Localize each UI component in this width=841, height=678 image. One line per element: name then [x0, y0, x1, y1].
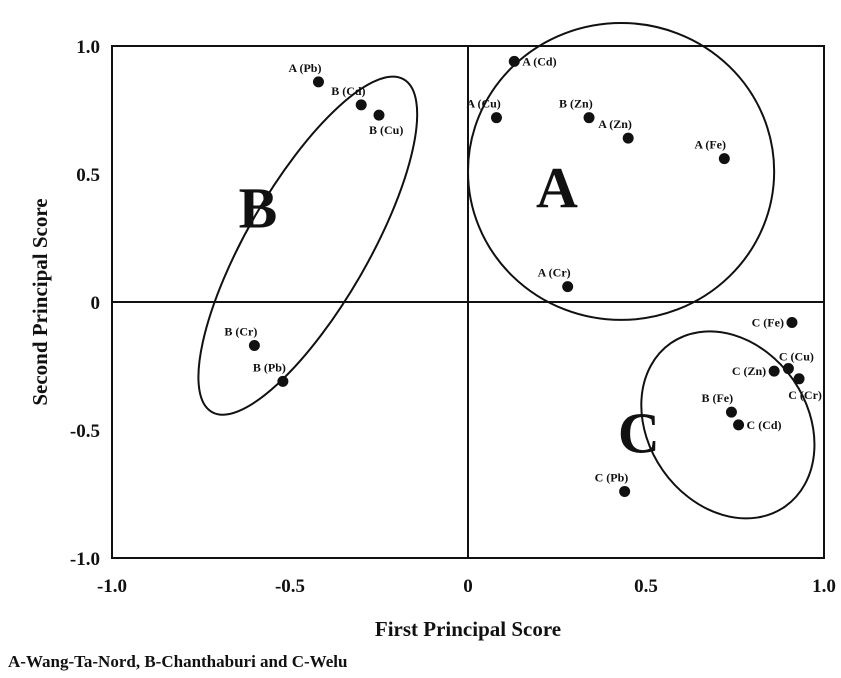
y-axis-title: Second Principal Score [28, 198, 52, 405]
data-point-label: A (Cu) [466, 97, 500, 111]
y-tick-label: -1.0 [70, 549, 100, 570]
data-point-label: A (Pb) [288, 61, 321, 75]
pca-scatter-chart: A B C -1.0 -0.5 0 0.5 1.0 1.0 0.5 0 -0.5 -1.0 A (P… [28, 21, 836, 641]
data-point [793, 373, 805, 385]
group-ellipses: A B C [197, 21, 816, 520]
data-point-label: A (Cr) [538, 266, 571, 280]
data-point [490, 112, 502, 124]
data-point [782, 363, 794, 375]
data-point-label: C (Zn) [732, 364, 766, 378]
x-tick-label: -0.5 [275, 576, 305, 597]
data-point [768, 365, 780, 377]
data-point-label: A (Zn) [598, 117, 632, 131]
y-tick-label: -0.5 [70, 421, 100, 442]
group-label-a: A [536, 155, 578, 220]
group-ellipse-b [197, 75, 419, 416]
data-point [248, 340, 260, 352]
group-label-c: C [618, 401, 660, 466]
data-point-label: C (Cd) [747, 418, 782, 432]
group-ellipse-c [640, 330, 816, 520]
group-label-b: B [239, 175, 278, 240]
data-point [508, 55, 520, 67]
data-point-label: A (Cd) [522, 54, 556, 68]
data-point [718, 153, 730, 165]
x-tick-label: 1.0 [812, 576, 836, 597]
data-point [312, 76, 324, 88]
data-point [733, 419, 745, 431]
data-point-label: B (Cd) [331, 84, 365, 98]
data-point-label: B (Cu) [369, 123, 403, 137]
data-point [373, 109, 385, 121]
data-point-label: C (Cr) [788, 388, 822, 402]
x-axis-ticks: -1.0 -0.5 0 0.5 1.0 [97, 576, 836, 597]
x-tick-label: 0 [463, 576, 473, 597]
data-points: A (Pb) B (Cd) B (Cu) A (Cd) A (Cu) B (Zn) A (Z… [224, 54, 822, 497]
y-tick-label: 0.5 [76, 165, 100, 186]
data-point-label: B (Zn) [559, 97, 593, 111]
data-point-label: A (Fe) [694, 138, 726, 152]
y-tick-label: 1.0 [76, 37, 100, 58]
y-tick-label: 0 [91, 293, 101, 314]
chart-caption: A-Wang-Ta-Nord, B-Chanthaburi and C-Welu [8, 652, 348, 671]
data-point [622, 132, 634, 144]
y-axis-ticks: 1.0 0.5 0 -0.5 -1.0 [70, 37, 100, 570]
data-point-label: C (Fe) [752, 315, 784, 329]
data-point-label: C (Pb) [595, 470, 629, 484]
data-point [562, 281, 574, 293]
data-point [725, 406, 737, 418]
data-point [277, 375, 289, 387]
data-point [619, 485, 631, 497]
data-point-label: C (Cu) [779, 350, 814, 364]
group-ellipse-a [467, 21, 776, 321]
x-tick-label: -1.0 [97, 576, 127, 597]
data-point-label: B (Fe) [701, 391, 733, 405]
data-point-label: B (Pb) [253, 360, 286, 374]
data-point [786, 316, 798, 328]
data-point-label: B (Cr) [224, 325, 257, 339]
data-point [583, 112, 595, 124]
data-point [355, 99, 367, 111]
x-tick-label: 0.5 [634, 576, 658, 597]
x-axis-title: First Principal Score [375, 617, 561, 641]
